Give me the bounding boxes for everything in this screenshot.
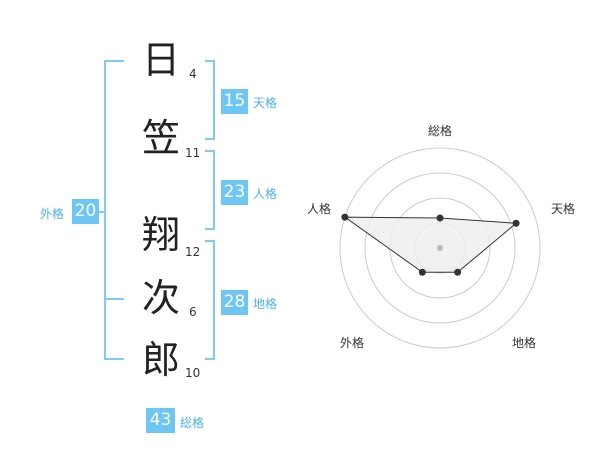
jinkaku-label: 人格 xyxy=(253,187,278,201)
tenkaku-label: 天格 xyxy=(253,96,278,110)
radar-label-tenkaku: 天格 xyxy=(551,202,576,216)
stroke-count-3: 12 xyxy=(185,245,201,259)
name-char-4: 次 xyxy=(141,276,180,320)
tenkaku-bracket xyxy=(205,60,215,140)
chikaku-label: 地格 xyxy=(253,297,278,311)
stroke-count-4: 6 xyxy=(189,305,197,319)
radar-center-point xyxy=(437,245,443,251)
chikaku-bracket xyxy=(205,240,215,360)
tenkaku-badge: 15 xyxy=(221,89,248,114)
radar-point-2 xyxy=(512,219,520,227)
stroke-count-5: 10 xyxy=(185,366,201,380)
radar-score-polygon xyxy=(343,216,518,273)
name-char-2: 笠 xyxy=(141,116,180,160)
radar-point-5 xyxy=(341,213,349,221)
stroke-count-1: 4 xyxy=(189,67,197,81)
radar-grid-ring-4 xyxy=(339,147,541,349)
gaikaku-connector xyxy=(96,211,104,213)
radar-point-3 xyxy=(454,268,462,276)
gaikaku-bracket xyxy=(104,60,124,360)
radar-point-1 xyxy=(436,214,444,222)
stroke-count-2: 11 xyxy=(185,146,201,160)
radar-grid-ring-3 xyxy=(364,172,516,324)
radar-label-chikaku: 地格 xyxy=(512,336,537,350)
radar-label-gaikaku: 外格 xyxy=(340,336,365,350)
radar-label-soukaku: 総格 xyxy=(428,124,453,138)
name-char-1: 日 xyxy=(141,38,180,82)
radar-point-4 xyxy=(418,268,426,276)
gaikaku-label: 外格 xyxy=(40,207,65,221)
name-char-3: 翔 xyxy=(141,213,180,257)
gaikaku-bracket-tick xyxy=(104,298,124,300)
name-char-5: 郎 xyxy=(141,338,180,382)
soukaku-label: 総格 xyxy=(180,416,205,430)
soukaku-badge: 43 xyxy=(146,408,175,433)
chikaku-badge: 28 xyxy=(221,290,248,315)
radar-label-jinkaku: 人格 xyxy=(307,202,332,216)
gaikaku-badge: 20 xyxy=(72,199,99,224)
jinkaku-badge: 23 xyxy=(221,180,248,205)
jinkaku-bracket xyxy=(205,150,215,230)
